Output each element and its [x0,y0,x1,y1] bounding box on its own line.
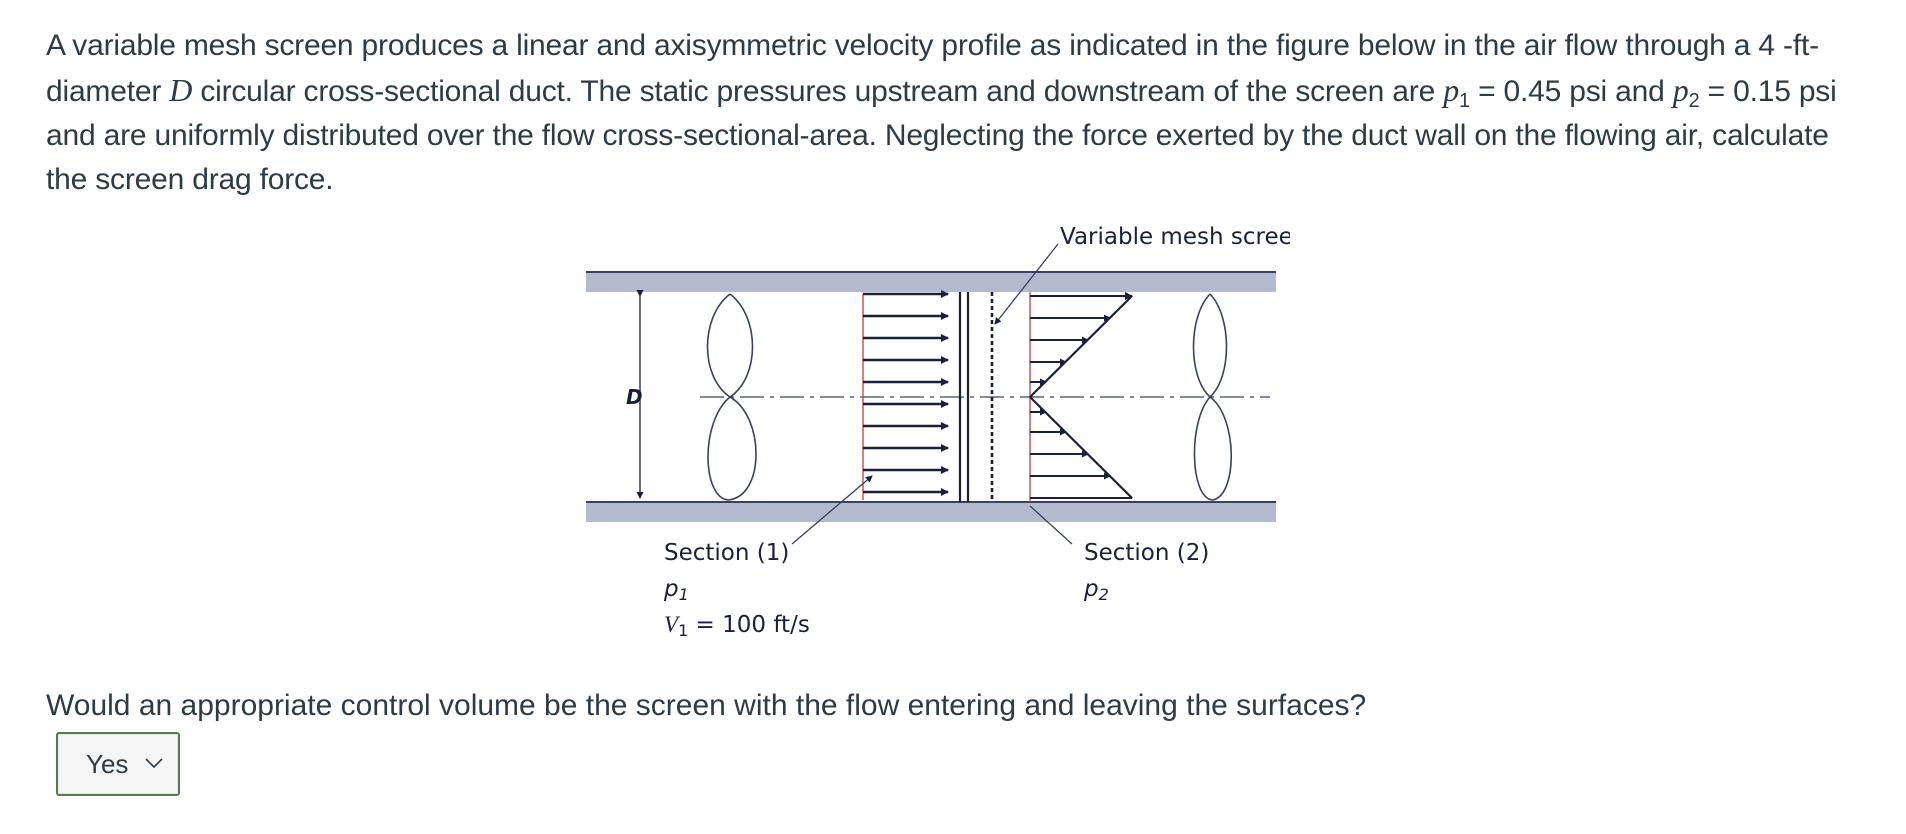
upstream-velocity-profile [862,290,949,500]
dropdown-selected-value: Yes [86,748,129,779]
screen-label: Variable mesh screen [1060,224,1290,250]
diameter-label: D [626,385,643,409]
section2-leader-line [1029,505,1073,545]
duct-walls [586,271,1276,522]
problem-statement: A variable mesh screen produces a linear… [46,29,1837,196]
section1-leader-line [791,475,873,545]
top-wall [586,272,1276,292]
downstream-velocity-profile [1029,292,1133,502]
section1-label: Section (1) [664,540,789,566]
right-break-line [1192,293,1233,501]
p2-label: p2 [1083,576,1109,604]
bottom-wall [586,502,1276,522]
diameter-dimension: D [626,290,644,499]
duct-diagram: D [586,224,1307,640]
duct-figure: D [570,222,1307,642]
question-text: Would an appropriate control volume be t… [46,689,1367,722]
screen-leader-line [994,243,1059,325]
section2-label: Section (2) [1084,540,1209,566]
diameter-symbol: D [169,72,193,108]
v1-label: V1 = 100 ft/s [664,612,810,640]
p1-label: p1 [663,576,689,604]
answer-dropdown[interactable]: Yes [56,732,180,796]
chevron-down-icon [145,758,163,769]
left-break-line [706,293,757,501]
mesh-screen [958,292,994,502]
